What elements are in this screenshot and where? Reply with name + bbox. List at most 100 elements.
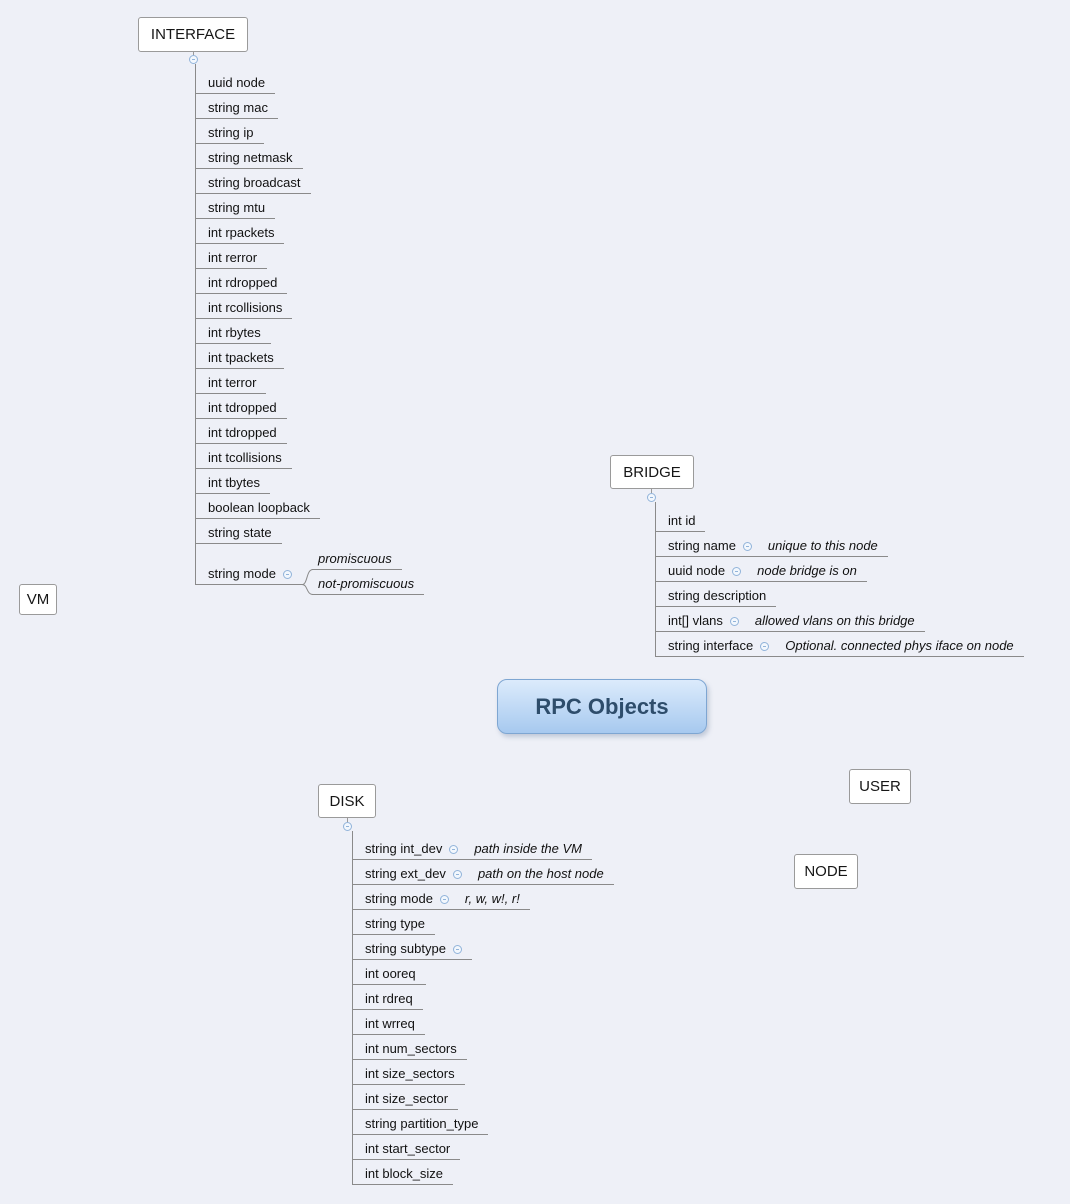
attr-note[interactable]: path inside the VM: [474, 841, 583, 856]
mindmap-node-row[interactable]: int rdreq: [352, 985, 423, 1010]
attr-label: string mtu: [208, 200, 266, 215]
mindmap-node-row[interactable]: int tcollisions: [195, 444, 292, 469]
mindmap-node-row[interactable]: int rdropped: [195, 269, 288, 294]
mindmap-node-row[interactable]: int rbytes: [195, 319, 271, 344]
edge-stub: [651, 489, 652, 493]
fold-circle-icon[interactable]: [452, 870, 462, 879]
mindmap-node-row[interactable]: string name unique to this node: [655, 532, 888, 557]
mindmap-node-row[interactable]: string netmask: [195, 144, 303, 169]
mindmap-node-row[interactable]: int rerror: [195, 244, 268, 269]
fold-circle-icon[interactable]: [732, 567, 742, 576]
mindmap-node-row[interactable]: string state: [195, 519, 282, 544]
attr-note[interactable]: path on the host node: [477, 866, 604, 881]
attr-label: uuid node: [208, 75, 266, 90]
fold-circle-icon[interactable]: [343, 822, 352, 831]
fold-circle-icon[interactable]: [439, 895, 449, 904]
attr-label: string ip: [208, 125, 254, 140]
fold-circle-icon[interactable]: [742, 542, 752, 551]
mindmap-node-row[interactable]: int rpackets: [195, 219, 285, 244]
attr-label: string int_dev: [365, 841, 443, 856]
mindmap-node-row[interactable]: string mode: [195, 560, 302, 585]
mindmap-node-row[interactable]: string partition_type: [352, 1110, 489, 1135]
mindmap-node-row[interactable]: string description: [655, 582, 777, 607]
mindmap-node-row[interactable]: int ooreq: [352, 960, 426, 985]
attr-label: string netmask: [208, 150, 293, 165]
mindmap-node-row[interactable]: int size_sector: [352, 1085, 459, 1110]
attr-label: string interface: [668, 638, 754, 653]
attr-label: int[] vlans: [668, 613, 723, 628]
attr-note: promiscuous: [318, 551, 392, 566]
attr-label: string name: [668, 538, 736, 553]
mindmap-node-row[interactable]: int id: [655, 507, 706, 532]
attr-label: string partition_type: [365, 1116, 479, 1131]
mindmap-node-row[interactable]: string subtype: [352, 935, 472, 960]
node-box-node[interactable]: NODE: [794, 854, 858, 889]
node-box-bridge[interactable]: BRIDGE: [610, 455, 694, 489]
mindmap-node-row[interactable]: uuid node node bridge is on: [655, 557, 867, 582]
mindmap-node-row[interactable]: int terror: [195, 369, 267, 394]
mindmap-node-row[interactable]: int size_sectors: [352, 1060, 465, 1085]
mindmap-node-row[interactable]: string mtu: [195, 194, 276, 219]
attr-label: string mac: [208, 100, 268, 115]
fold-circle-icon[interactable]: [449, 845, 459, 854]
mindmap-node-row[interactable]: int wrreq: [352, 1010, 425, 1035]
mindmap-node-row[interactable]: string mac: [195, 94, 278, 119]
mindmap-node-row[interactable]: int tdropped: [195, 394, 287, 419]
mindmap-node-row[interactable]: string ext_dev path on the host node: [352, 860, 614, 885]
mindmap-node-row[interactable]: int block_size: [352, 1160, 454, 1185]
attr-label: int rerror: [208, 250, 258, 265]
mindmap-node-row[interactable]: int start_sector: [352, 1135, 461, 1160]
mindmap-node-row[interactable]: string interface Optional. connected phy…: [655, 632, 1024, 657]
mindmap-node-row[interactable]: int num_sectors: [352, 1035, 467, 1060]
fold-circle-icon[interactable]: [729, 617, 739, 626]
fold-circle-icon[interactable]: [282, 570, 292, 579]
mindmap-node-row[interactable]: uuid node: [195, 69, 276, 94]
attr-note[interactable]: r, w, w!, r!: [464, 891, 520, 906]
mindmap-node-row[interactable]: promiscuous: [312, 545, 402, 570]
attr-note[interactable]: node bridge is on: [757, 563, 857, 578]
attr-label: int tdropped: [208, 425, 277, 440]
attr-note[interactable]: Optional. connected phys iface on node: [785, 638, 1014, 653]
fold-circle-icon[interactable]: [189, 55, 198, 64]
node-box-user[interactable]: USER: [849, 769, 911, 804]
node-box-vm[interactable]: VM: [19, 584, 57, 615]
mindmap-node-row[interactable]: int rcollisions: [195, 294, 293, 319]
attr-label: string state: [208, 525, 272, 540]
mindmap-node-row[interactable]: not-promiscuous: [312, 570, 425, 595]
fold-circle-icon[interactable]: [647, 493, 656, 502]
attr-label: string subtype: [365, 941, 446, 956]
fold-circle-icon[interactable]: [452, 945, 462, 954]
edge-stub: [193, 52, 194, 55]
mindmap-node-row[interactable]: string int_dev path inside the VM: [352, 835, 593, 860]
attr-label: int ooreq: [365, 966, 416, 981]
node-box-interface[interactable]: INTERFACE: [138, 17, 248, 52]
attr-note[interactable]: unique to this node: [767, 538, 878, 553]
mindmap-node-row[interactable]: int tpackets: [195, 344, 284, 369]
mindmap-node-row[interactable]: int tbytes: [195, 469, 271, 494]
mindmap-node-row[interactable]: int[] vlans allowed vlans on this bridge: [655, 607, 925, 632]
node-box-label: VM: [26, 591, 50, 608]
attr-note[interactable]: allowed vlans on this bridge: [754, 613, 915, 628]
root-node-rpc-objects[interactable]: RPC Objects: [497, 679, 707, 734]
root-node-label: RPC Objects: [535, 693, 669, 719]
node-box-label: USER: [859, 778, 901, 795]
attr-label: int tpackets: [208, 350, 274, 365]
attr-label: int tbytes: [208, 475, 261, 490]
mindmap-node-row[interactable]: boolean loopback: [195, 494, 320, 519]
mindmap-node-row[interactable]: string ip: [195, 119, 264, 144]
attr-label: string type: [365, 916, 425, 931]
mindmap-node-row[interactable]: string type: [352, 910, 435, 935]
node-box-disk[interactable]: DISK: [318, 784, 376, 818]
mindmap-node-row[interactable]: string broadcast: [195, 169, 311, 194]
attr-label: string ext_dev: [365, 866, 446, 881]
attr-label: string broadcast: [208, 175, 301, 190]
disk-attribute-list: string int_dev path inside the VM string…: [352, 835, 614, 1185]
attr-label: string mode: [208, 566, 276, 581]
attr-label: int wrreq: [365, 1016, 415, 1031]
attr-label: int num_sectors: [365, 1041, 457, 1056]
mindmap-node-row[interactable]: int tdropped: [195, 419, 287, 444]
attr-label: string mode: [365, 891, 433, 906]
attr-label: boolean loopback: [208, 500, 310, 515]
mindmap-node-row[interactable]: string mode r, w, w!, r!: [352, 885, 530, 910]
fold-circle-icon[interactable]: [760, 642, 770, 651]
